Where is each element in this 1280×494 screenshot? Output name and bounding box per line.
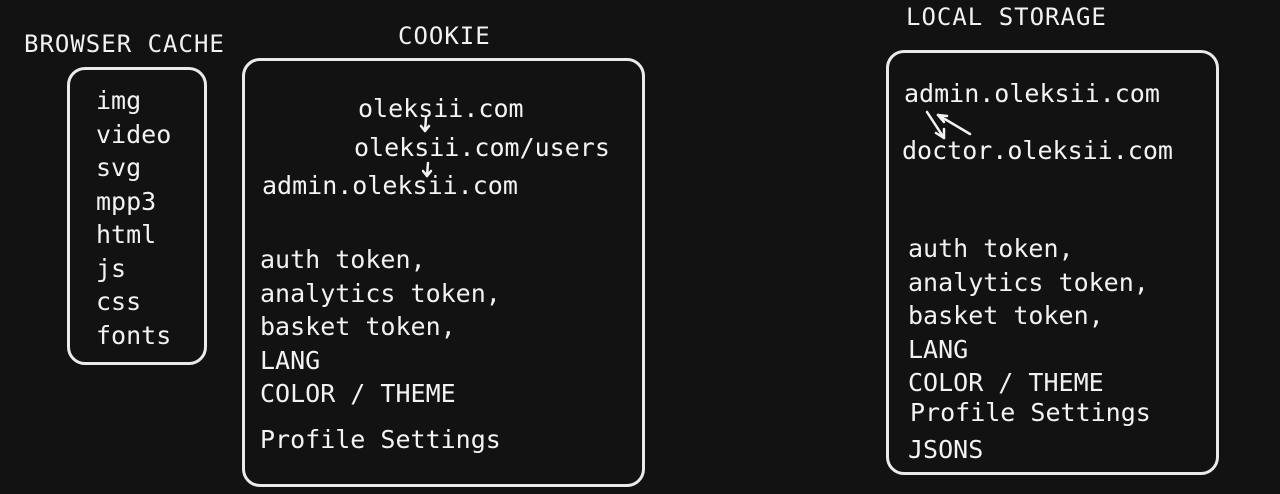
- list-item: LANG: [908, 334, 969, 364]
- list-item: LANG: [260, 345, 321, 375]
- cookie-domain-admin: admin.oleksii.com: [262, 171, 518, 200]
- browser-cache-box: img video svg mpp3 html js css fonts: [67, 67, 207, 365]
- list-item: css: [96, 287, 142, 316]
- list-item: auth token,: [908, 234, 1074, 263]
- cookie-item-list: auth token, analytics token, basket toke…: [260, 243, 501, 411]
- list-item: svg: [96, 153, 142, 182]
- list-item: js: [96, 253, 127, 283]
- list-item: html: [96, 220, 157, 249]
- cookie-title: COOKIE: [398, 22, 491, 50]
- list-item: JSONS: [908, 435, 984, 464]
- list-item: basket token,: [260, 312, 456, 341]
- cookie-domain-root: oleksii.com: [358, 94, 524, 123]
- list-item: Profile Settings: [260, 425, 501, 454]
- list-item: img: [96, 86, 142, 115]
- browser-cache-list: img video svg mpp3 html js css fonts: [96, 84, 171, 352]
- local-storage-domain-doctor: doctor.oleksii.com: [902, 136, 1173, 165]
- list-item: mpp3: [96, 186, 157, 216]
- list-item: analytics token,: [908, 267, 1149, 297]
- list-item: Profile Settings: [910, 398, 1151, 427]
- cookie-domain-users: oleksii.com/users: [354, 133, 610, 162]
- list-item: fonts: [96, 320, 172, 350]
- list-item: COLOR / THEME: [908, 368, 1104, 397]
- list-item: auth token,: [260, 245, 426, 274]
- browser-cache-title: BROWSER CACHE: [24, 30, 225, 58]
- list-item: analytics token,: [260, 278, 501, 308]
- local-storage-item-list: auth token, analytics token, basket toke…: [908, 232, 1149, 400]
- cookie-box: [242, 58, 645, 487]
- list-item: COLOR / THEME: [260, 379, 456, 408]
- local-storage-title: LOCAL STORAGE: [906, 3, 1107, 31]
- local-storage-domain-admin: admin.oleksii.com: [904, 79, 1160, 108]
- local-storage-box: [886, 50, 1219, 475]
- list-item: video: [96, 119, 172, 149]
- list-item: basket token,: [908, 301, 1104, 330]
